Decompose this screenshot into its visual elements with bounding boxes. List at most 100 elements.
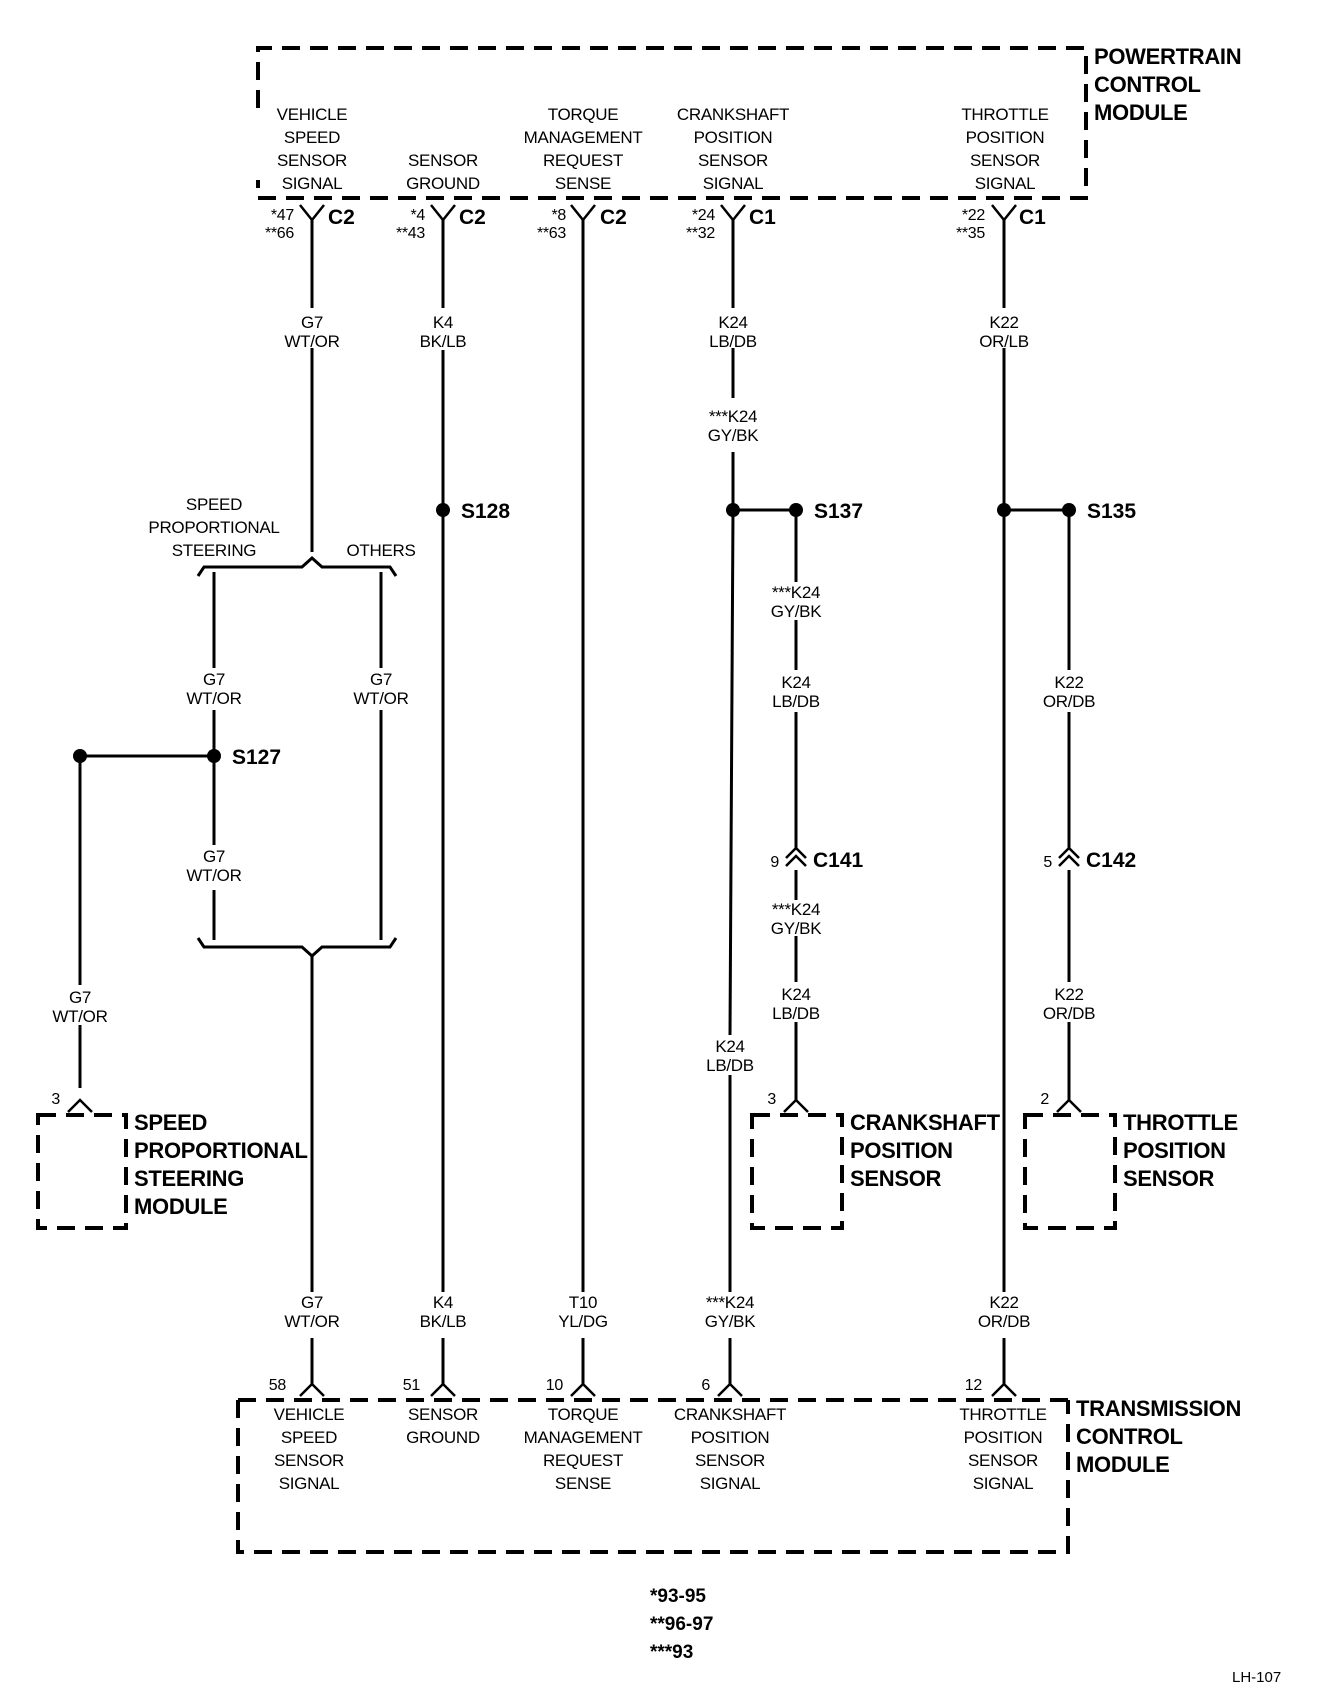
- tcm-gnd-label-2: GROUND: [406, 1428, 480, 1447]
- tcm-tmr-pin: 10: [546, 1377, 564, 1394]
- tcm-vss-label-4: SIGNAL: [279, 1474, 340, 1493]
- c142-pin: 5: [1043, 854, 1052, 871]
- wire-k22-c142-color: OR/DB: [1043, 1004, 1095, 1023]
- wire-k24-main-color: LB/DB: [706, 1056, 754, 1075]
- pcm-ckp-terminal-icon: [720, 204, 746, 223]
- splice-s135: S135: [1087, 500, 1136, 523]
- transmission-control-module: TRANSMISSION CONTROL MODULE: [236, 1396, 1241, 1554]
- pcm-tps-label-1: THROTTLE: [961, 105, 1048, 124]
- tcm-circuit-labels: VEHICLE SPEED SENSOR SIGNAL SENSOR GROUN…: [274, 1405, 1047, 1493]
- wire-g7-top-code: G7: [301, 313, 323, 332]
- wire-k24-c141a-code: ***K24: [772, 900, 820, 919]
- wire-g7-s127-code: G7: [203, 847, 225, 866]
- wire-k24-top-b-code: ***K24: [709, 407, 757, 426]
- wire-g7-spsm-color: WT/OR: [52, 1007, 107, 1026]
- wire-k24-s137a-code: ***K24: [772, 583, 820, 602]
- pcm-vss-label-2: SPEED: [284, 128, 340, 147]
- ckp-name-line1: CRANKSHAFT: [850, 1110, 1001, 1135]
- pcm-ckp-pin-b: **32: [686, 225, 715, 242]
- tcm-tps-label-2: POSITION: [964, 1428, 1043, 1447]
- tcm-tps-label-4: SIGNAL: [973, 1474, 1034, 1493]
- c142-connector-icon: [1058, 846, 1080, 867]
- wire-g7-others-color: WT/OR: [353, 689, 408, 708]
- tcm-ckp-label-2: POSITION: [691, 1428, 770, 1447]
- pcm-vss-label-3: SENSOR: [277, 151, 347, 170]
- s127-junction-dot-icon: [73, 749, 87, 763]
- wire-k24-top-code: K24: [718, 313, 747, 332]
- splice-dots: [73, 503, 1076, 763]
- tcm-tmr-label-2: MANAGEMENT: [524, 1428, 643, 1447]
- tcm-tmr-label-3: REQUEST: [543, 1451, 623, 1470]
- pcm-ckp-label-1: CRANKSHAFT: [677, 105, 789, 124]
- pcm-tmr-pin-b: **63: [537, 225, 566, 242]
- s135-junction-dot-icon: [997, 503, 1011, 517]
- k24-wire-main-upper: [728, 509, 735, 1036]
- tps-name-line1: THROTTLE: [1123, 1110, 1238, 1135]
- pcm-tmr-label-4: SENSE: [555, 174, 611, 193]
- wire-k24-bottom-code: ***K24: [706, 1293, 754, 1312]
- pcm-tps-label-2: POSITION: [966, 128, 1045, 147]
- wire-k24-c141b-code: K24: [781, 985, 810, 1004]
- tps-pin: 2: [1040, 1091, 1049, 1108]
- spsm-name-line2: PROPORTIONAL: [134, 1138, 308, 1163]
- wire-k24-s137b-color: LB/DB: [772, 692, 820, 711]
- pcm-tps-pin-b: **35: [956, 225, 985, 242]
- s137-junction-dot-icon: [726, 503, 740, 517]
- spsm-name-line3: STEERING: [134, 1166, 244, 1191]
- branch-others: OTHERS: [346, 541, 415, 560]
- wire-g7-s127-color: WT/OR: [186, 866, 241, 885]
- wire-g7-sps-code: G7: [203, 670, 225, 689]
- s137-dot-icon: [789, 503, 803, 517]
- wire-k22-s135-code: K22: [1054, 673, 1083, 692]
- tcm-tps-label-3: SENSOR: [968, 1451, 1038, 1470]
- ckp-name-line2: POSITION: [850, 1138, 953, 1163]
- pcm-ckp-label-4: SIGNAL: [703, 174, 764, 193]
- c141-name: C141: [813, 849, 864, 872]
- wire-k24-main-code: K24: [715, 1037, 744, 1056]
- ckp-terminal-icon: [783, 1098, 809, 1113]
- note-93-95: *93-95: [650, 1586, 706, 1607]
- pcm-vss-pin-a: *47: [271, 207, 295, 224]
- wire-g7-top-color: WT/OR: [284, 332, 339, 351]
- throttle-position-sensor: 2 THROTTLE POSITION SENSOR: [1023, 1091, 1238, 1230]
- tcm-vss-label-1: VEHICLE: [274, 1405, 345, 1424]
- wire-k24-c141b-color: LB/DB: [772, 1004, 820, 1023]
- pcm-vss-pin-b: **66: [265, 225, 294, 242]
- branch-labels: SPEED PROPORTIONAL STEERING OTHERS: [148, 495, 415, 560]
- tcm-ckp-pin: 6: [701, 1377, 710, 1394]
- pcm-ckp-pin-a: *24: [692, 207, 716, 224]
- pcm-tmr-pin-a: *8: [551, 207, 566, 224]
- branch-sps-line2: PROPORTIONAL: [148, 518, 279, 537]
- spsm-name-line1: SPEED: [134, 1110, 207, 1135]
- wire-g7-bottom-code: G7: [301, 1293, 323, 1312]
- pcm-tps-label-3: SENSOR: [970, 151, 1040, 170]
- spsm-terminal-icon: [67, 1098, 93, 1113]
- wire-k24-s137b-code: K24: [781, 673, 810, 692]
- inline-connectors: 9 C141 5 C142: [770, 846, 1136, 872]
- spsm-name-line4: MODULE: [134, 1194, 228, 1219]
- tcm-tmr-label-4: SENSE: [555, 1474, 611, 1493]
- s128-dot-icon: [436, 503, 450, 517]
- tps-name-line2: POSITION: [1123, 1138, 1226, 1163]
- wire-g7-sps-color: WT/OR: [186, 689, 241, 708]
- wire-k22-c142-code: K22: [1054, 985, 1083, 1004]
- tcm-pins: 58 51 10 6 12: [269, 1377, 983, 1394]
- tcm-name-line1: TRANSMISSION: [1076, 1396, 1241, 1421]
- pcm-vss-connector: C2: [328, 206, 355, 229]
- pcm-gnd-connector: C2: [459, 206, 486, 229]
- tcm-vss-label-2: SPEED: [281, 1428, 337, 1447]
- wire-labels: G7 WT/OR K4 BK/LB K24 LB/DB ***K24 GY/BK…: [52, 313, 1095, 1331]
- tcm-name-line2: CONTROL: [1076, 1424, 1183, 1449]
- tcm-tmr-label-1: TORQUE: [548, 1405, 619, 1424]
- tcm-gnd-terminal-icon: [430, 1382, 456, 1397]
- crankshaft-position-sensor: 3 CRANKSHAFT POSITION SENSOR: [750, 1091, 1001, 1230]
- note-96-97: **96-97: [650, 1614, 713, 1635]
- tcm-ckp-terminal-icon: [717, 1382, 743, 1397]
- wire-k4-top-code: K4: [433, 313, 453, 332]
- ckp-pin: 3: [767, 1091, 776, 1108]
- tcm-tps-label-1: THROTTLE: [959, 1405, 1046, 1424]
- pcm-ckp-label-2: POSITION: [694, 128, 773, 147]
- wire-k22-bottom-color: OR/DB: [978, 1312, 1030, 1331]
- wire-g7-bottom-color: WT/OR: [284, 1312, 339, 1331]
- branch-bracket-bottom: [196, 937, 398, 959]
